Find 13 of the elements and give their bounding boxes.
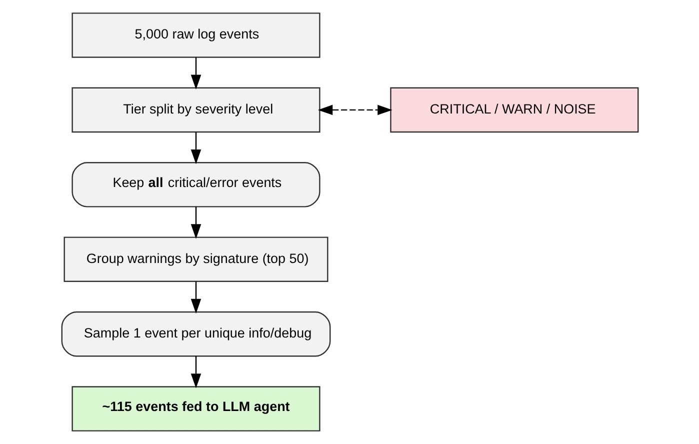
arrow <box>190 356 201 388</box>
arrow <box>190 132 201 164</box>
node-box: Keep all critical/error events <box>71 162 320 208</box>
node-box: Sample 1 event per unique info/debug <box>60 311 330 357</box>
node-box: Group warnings by signature (top 50) <box>63 236 328 282</box>
arrow <box>190 57 201 90</box>
node-box: CRITICAL / WARN / NOISE <box>390 87 638 133</box>
node-box: ~115 events fed to LLM agent <box>71 386 320 432</box>
node-box: Tier split by severity level <box>71 87 320 133</box>
arrow <box>190 281 201 314</box>
arrow <box>317 104 392 116</box>
arrow <box>190 206 201 239</box>
node-box: 5,000 raw log events <box>71 12 320 58</box>
